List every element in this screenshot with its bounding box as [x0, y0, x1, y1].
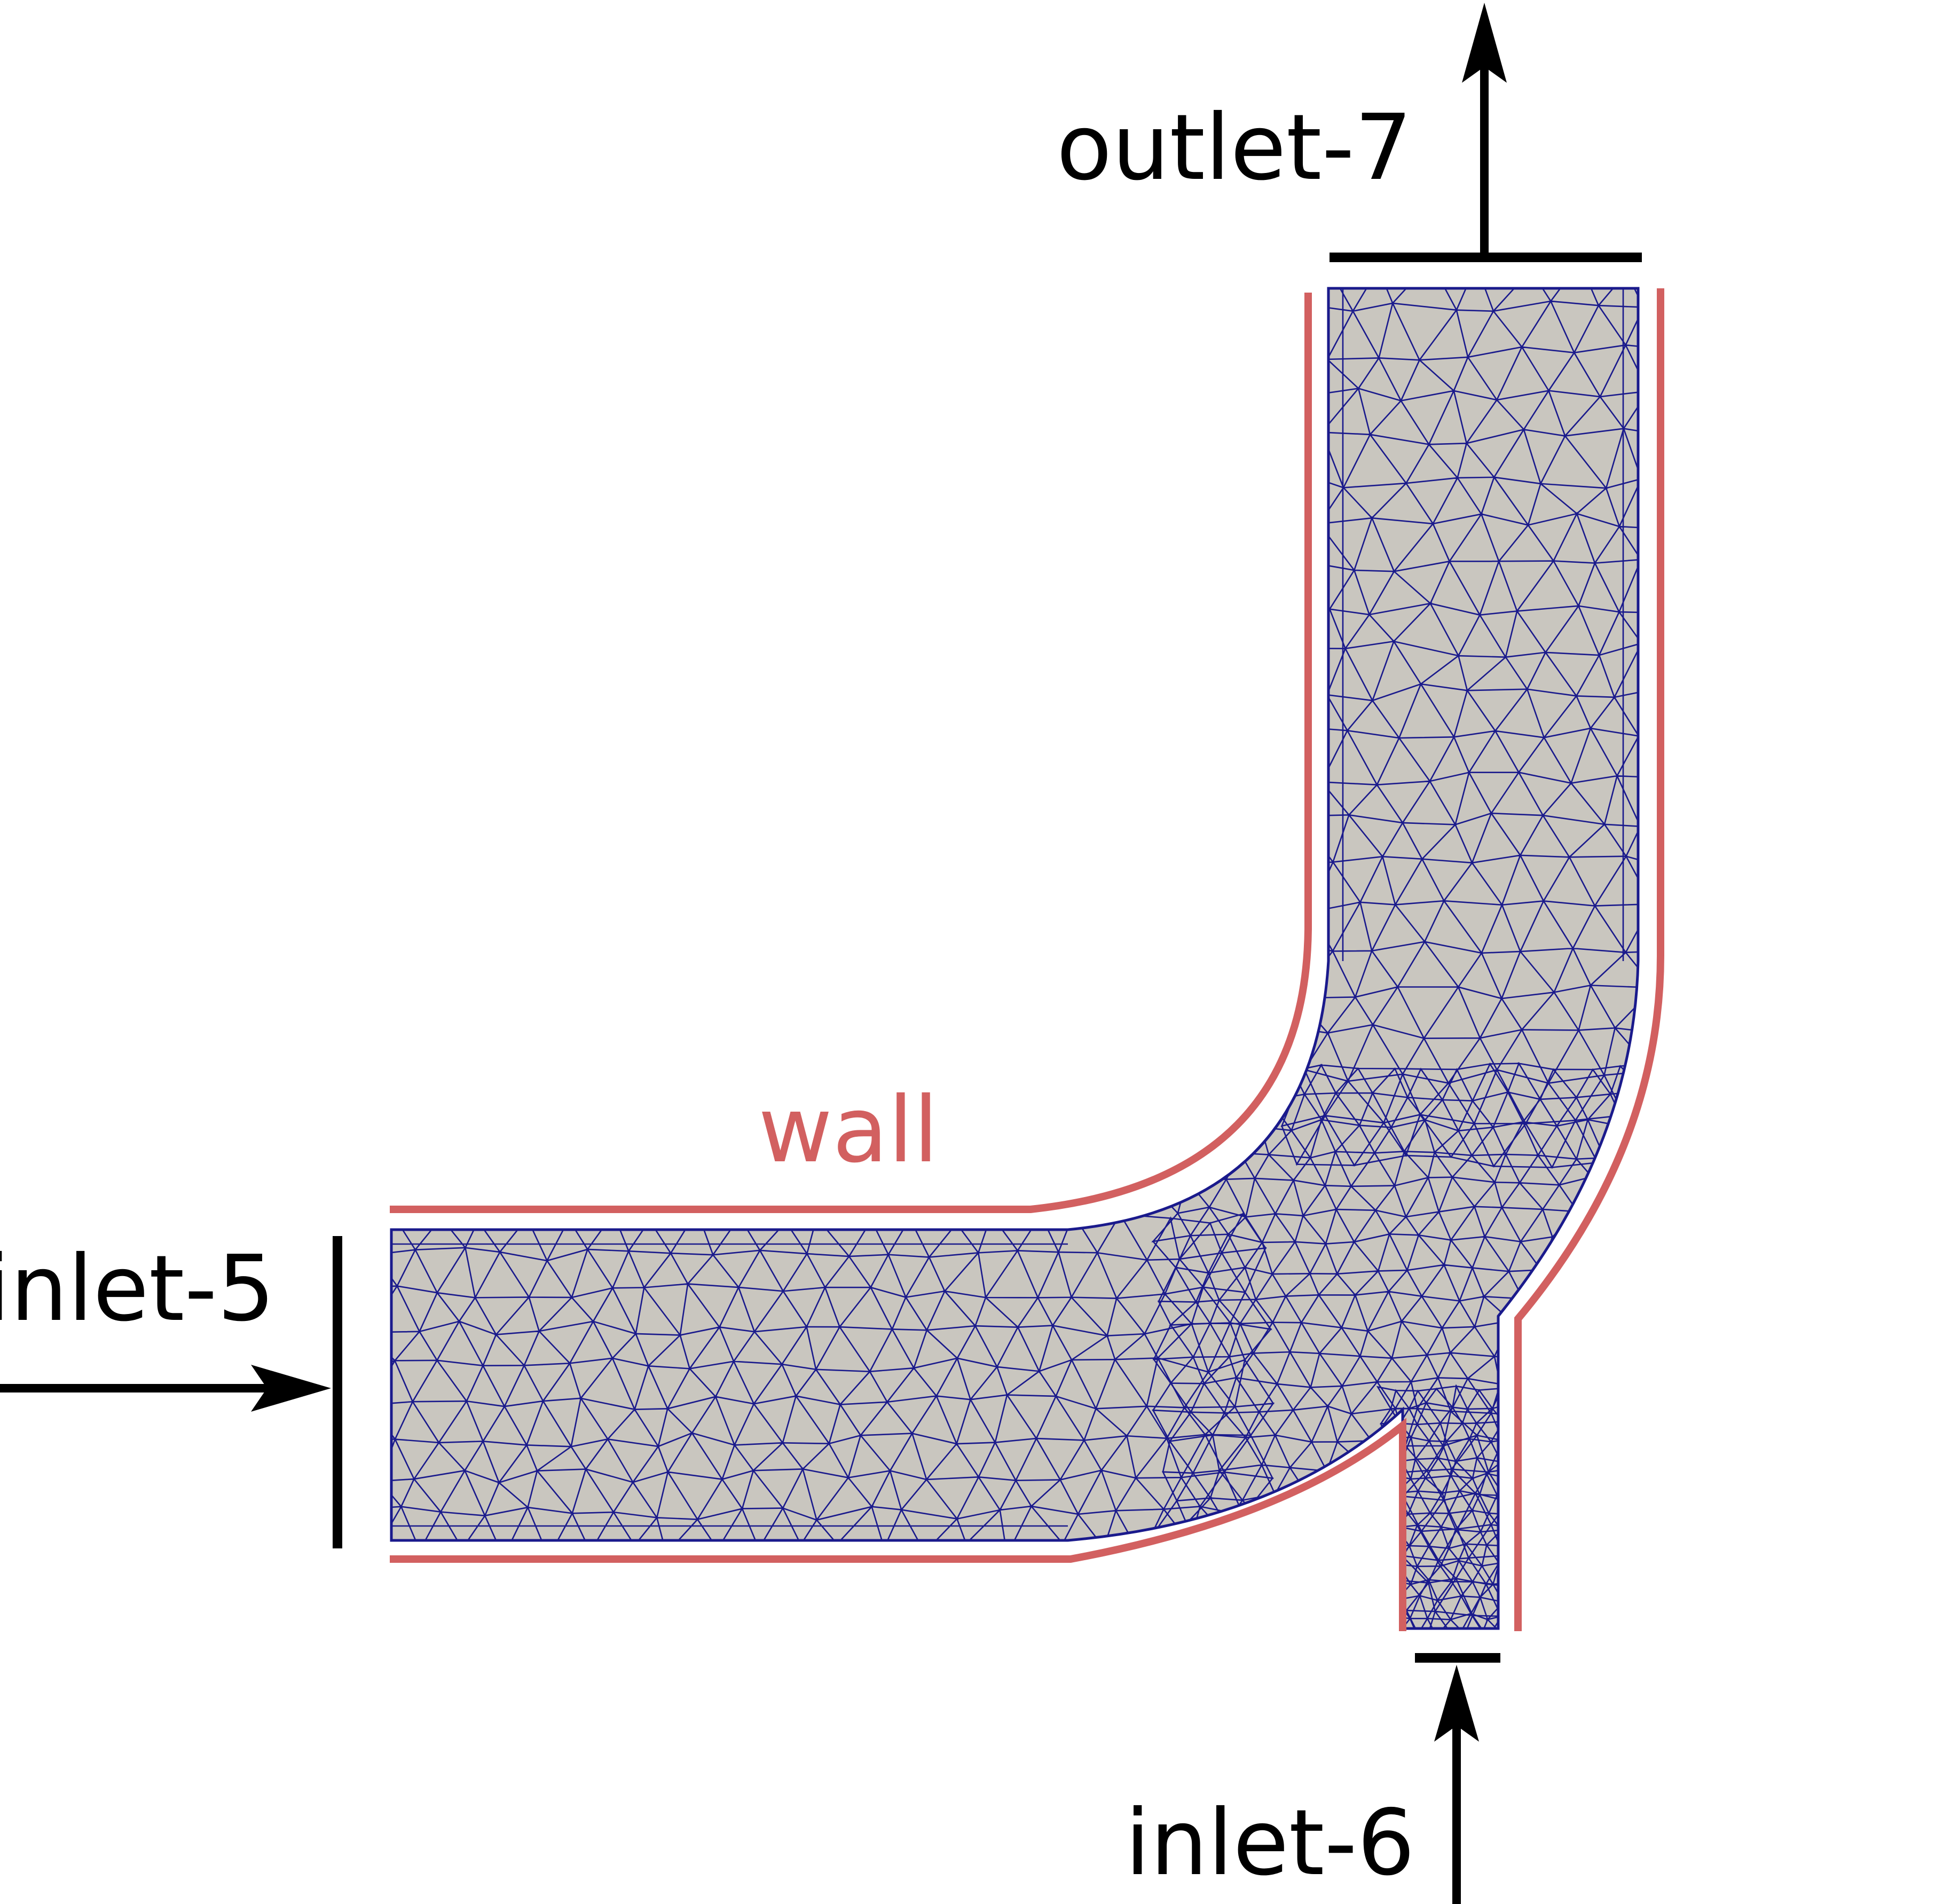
- mesh-boundary-layer: [391, 288, 1624, 1527]
- fluid-domain: [390, 287, 1640, 1630]
- inlet-left-label: inlet-5: [0, 1236, 275, 1342]
- inlet-left-arrow-head: [251, 1365, 331, 1412]
- fluid-outline: [390, 287, 1640, 1630]
- inlet-bottom-arrow-head: [1434, 1665, 1479, 1742]
- wall-outer-top: [390, 293, 1312, 1213]
- wall-outer-bottom: [390, 1418, 1406, 1631]
- outlet-arrow-head: [1462, 3, 1507, 83]
- walls: [390, 288, 1664, 1631]
- wall-right: [1514, 288, 1664, 1631]
- inlet-bottom-label: inlet-6: [1125, 1790, 1415, 1896]
- wall-label: wall: [758, 1077, 939, 1183]
- flow-arrows: [0, 3, 1507, 1904]
- outlet-label: outlet-7: [1057, 95, 1412, 201]
